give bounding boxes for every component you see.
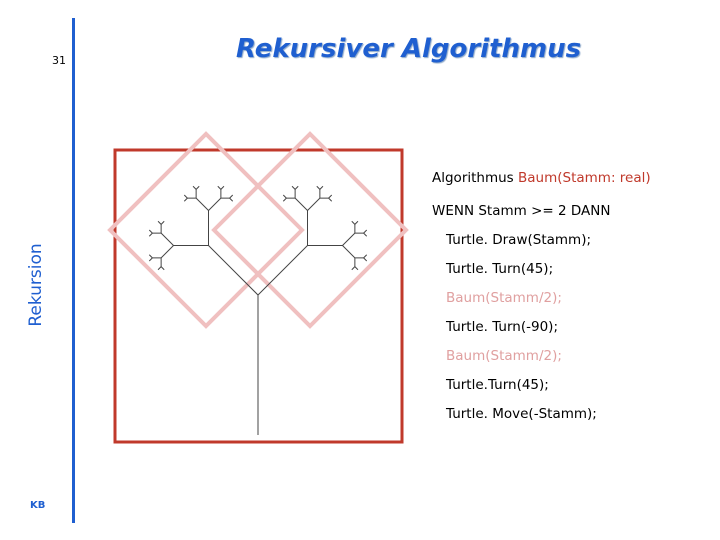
outer-red-frame [113,148,404,444]
tree-branch [157,266,162,271]
tree-branch [229,197,234,202]
slide-number: 31 [52,54,66,67]
tree-branch [183,197,188,202]
code-line-draw: Turtle. Draw(Stamm); [446,232,592,248]
tree-branch [229,194,234,199]
tree-branch [195,197,209,211]
tree-branch [160,220,165,225]
tree-branch [257,245,308,296]
tree-branch [217,185,222,190]
code-function-name: Baum(Stamm: real) [518,170,651,186]
tree-branch [282,194,287,199]
code-line-recursive-call-1: Baum(Stamm/2); [446,290,562,306]
tree-branch [291,185,296,190]
tree-branch [148,229,153,234]
tree-branch [160,232,174,246]
tree-branch [351,266,356,271]
tree-branch [363,257,368,262]
tree-branch [354,266,359,271]
tree-branch [363,229,368,234]
tree-branch [157,220,162,225]
tree-branch [307,197,321,211]
code-line-if: WENN Stamm >= 2 DANN [432,203,611,219]
tree-branch [160,245,174,259]
code-line-turn-back-45: Turtle.Turn(45); [446,377,549,393]
tree-branch [220,185,225,190]
code-line-move-back: Turtle. Move(-Stamm); [446,406,597,422]
slide-title: Rekursiver Algorithmus [236,34,582,64]
tree-branch [192,185,197,190]
tree-branch [342,232,356,246]
tree-branch [316,185,321,190]
tree-branch [363,254,368,259]
tree-branch [148,257,153,262]
tree-branch [294,185,299,190]
tree-branch [195,185,200,190]
code-line-turn-45: Turtle. Turn(45); [446,261,554,277]
tree-branch [294,197,308,211]
code-keyword-algorithmus: Algorithmus [432,170,518,186]
vertical-accent-line [72,18,75,523]
tree-branches [148,185,368,435]
left-pink-square [107,131,305,329]
tree-branch [183,194,188,199]
tree-branch [282,197,287,202]
tree-branch [148,232,153,237]
tree-branch [160,266,165,271]
tree-branch [148,254,153,259]
right-pink-square [211,131,409,329]
author-initials: KB [30,500,46,511]
code-line-recursive-call-2: Baum(Stamm/2); [446,348,562,364]
tree-branch [208,197,222,211]
tree-branch [351,220,356,225]
tree-branch [354,220,359,225]
tree-branch [328,194,333,199]
tree-branch [342,245,356,259]
code-line-turn-minus-90: Turtle. Turn(-90); [446,319,558,335]
tree-branch [208,245,259,296]
tree-branch [363,232,368,237]
tree-branch [319,185,324,190]
tree-branch [328,197,333,202]
code-line-header: Algorithmus Baum(Stamm: real) [432,170,651,186]
